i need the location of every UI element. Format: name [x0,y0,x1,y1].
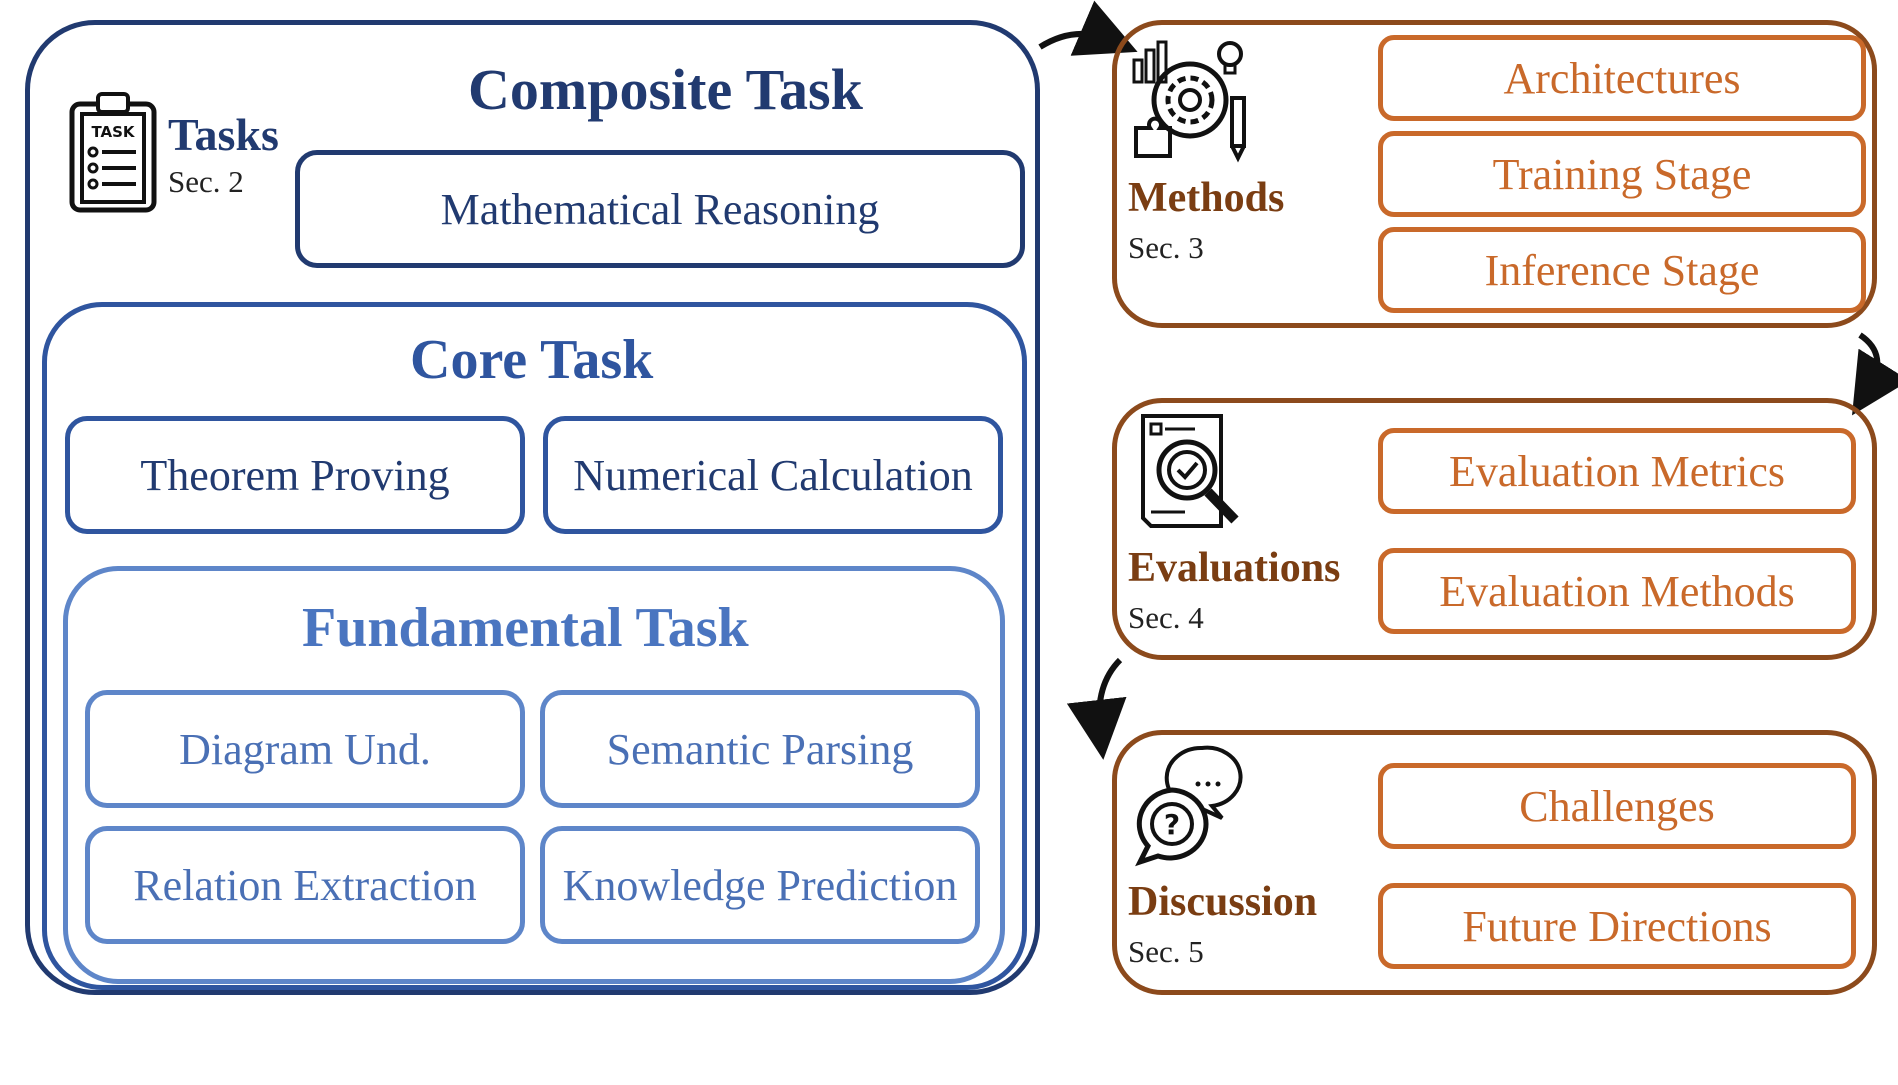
svg-text:TASK: TASK [91,123,135,141]
evaluation-methods: Evaluation Methods [1378,548,1856,634]
tasks-section: Sec. 2 [168,164,244,199]
speech-bubbles-icon: ? [1135,745,1243,867]
methods-heading: Methods [1128,175,1285,221]
discussion-heading: Discussion [1128,879,1318,925]
gear-chart-icon [1132,40,1246,163]
arrow-methods-to-evaluations [1852,332,1898,416]
task-clipboard-icon: TASK [69,92,157,213]
magnifier-document-icon [1141,414,1239,528]
task-relation-extraction: Relation Extraction [85,826,525,944]
task-numerical-calculation: Numerical Calculation [543,416,1003,534]
discussion-section: Sec. 5 [1128,934,1204,969]
composite-task-title: Composite Task [468,57,863,122]
methods-section: Sec. 3 [1128,230,1204,265]
tasks-heading: Tasks [168,109,279,160]
discussion-future-directions: Future Directions [1378,883,1856,969]
fundamental-task-panel [63,566,1005,984]
discussion-panel [1112,730,1877,995]
discussion-challenges: Challenges [1378,763,1856,849]
evaluations-heading: Evaluations [1128,545,1341,591]
arrow-tasks-to-methods [1038,0,1138,56]
evaluations-panel [1112,398,1877,660]
composite-task-panel [25,20,1040,995]
task-knowledge-prediction: Knowledge Prediction [540,826,980,944]
method-architectures: Architectures [1378,35,1866,121]
task-theorem-proving: Theorem Proving [65,416,525,534]
arrow-evaluations-to-discussion [1066,657,1127,760]
core-task-panel [42,302,1027,990]
svg-text:?: ? [1164,808,1180,841]
core-task-title: Core Task [410,329,654,391]
task-diagram-understanding: Diagram Und. [85,690,525,808]
fundamental-task-title: Fundamental Task [302,597,749,659]
evaluations-section: Sec. 4 [1128,600,1204,635]
method-inference-stage: Inference Stage [1378,227,1866,313]
task-semantic-parsing: Semantic Parsing [540,690,980,808]
methods-panel [1112,20,1877,328]
method-training-stage: Training Stage [1378,131,1866,217]
task-mathematical-reasoning: Mathematical Reasoning [295,150,1025,268]
evaluation-metrics: Evaluation Metrics [1378,428,1856,514]
